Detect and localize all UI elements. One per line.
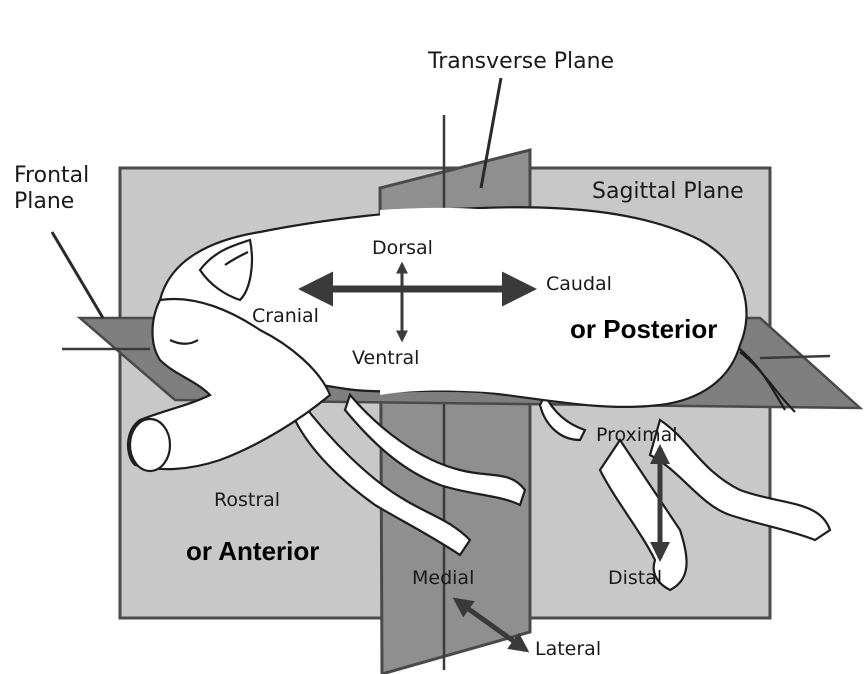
proximal-label: Proximal [596, 424, 678, 446]
sagittal-plane-label: Sagittal Plane [592, 179, 744, 204]
distal-label: Distal [608, 567, 662, 589]
ventral-label: Ventral [352, 347, 419, 369]
frontal-plane-label-line1: Frontal [14, 163, 89, 188]
medial-label: Medial [412, 567, 474, 589]
or-posterior-label: or Posterior [570, 314, 717, 344]
cranial-label: Cranial [252, 305, 319, 327]
lateral-label: Lateral [535, 638, 601, 660]
medial-lateral-arrow [452, 597, 530, 653]
horizontal-axis-line-right [759, 354, 831, 360]
frontal-plane-label-line2: Plane [14, 189, 74, 214]
or-anterior-label: or Anterior [186, 536, 319, 566]
rostral-label: Rostral [214, 489, 280, 511]
transverse-plane-leader-line [479, 77, 503, 189]
frontal-plane-leader-line [50, 231, 105, 319]
transverse-plane-label: Transverse Plane [427, 49, 614, 74]
caudal-label: Caudal [546, 273, 612, 295]
dorsal-label: Dorsal [372, 237, 433, 259]
